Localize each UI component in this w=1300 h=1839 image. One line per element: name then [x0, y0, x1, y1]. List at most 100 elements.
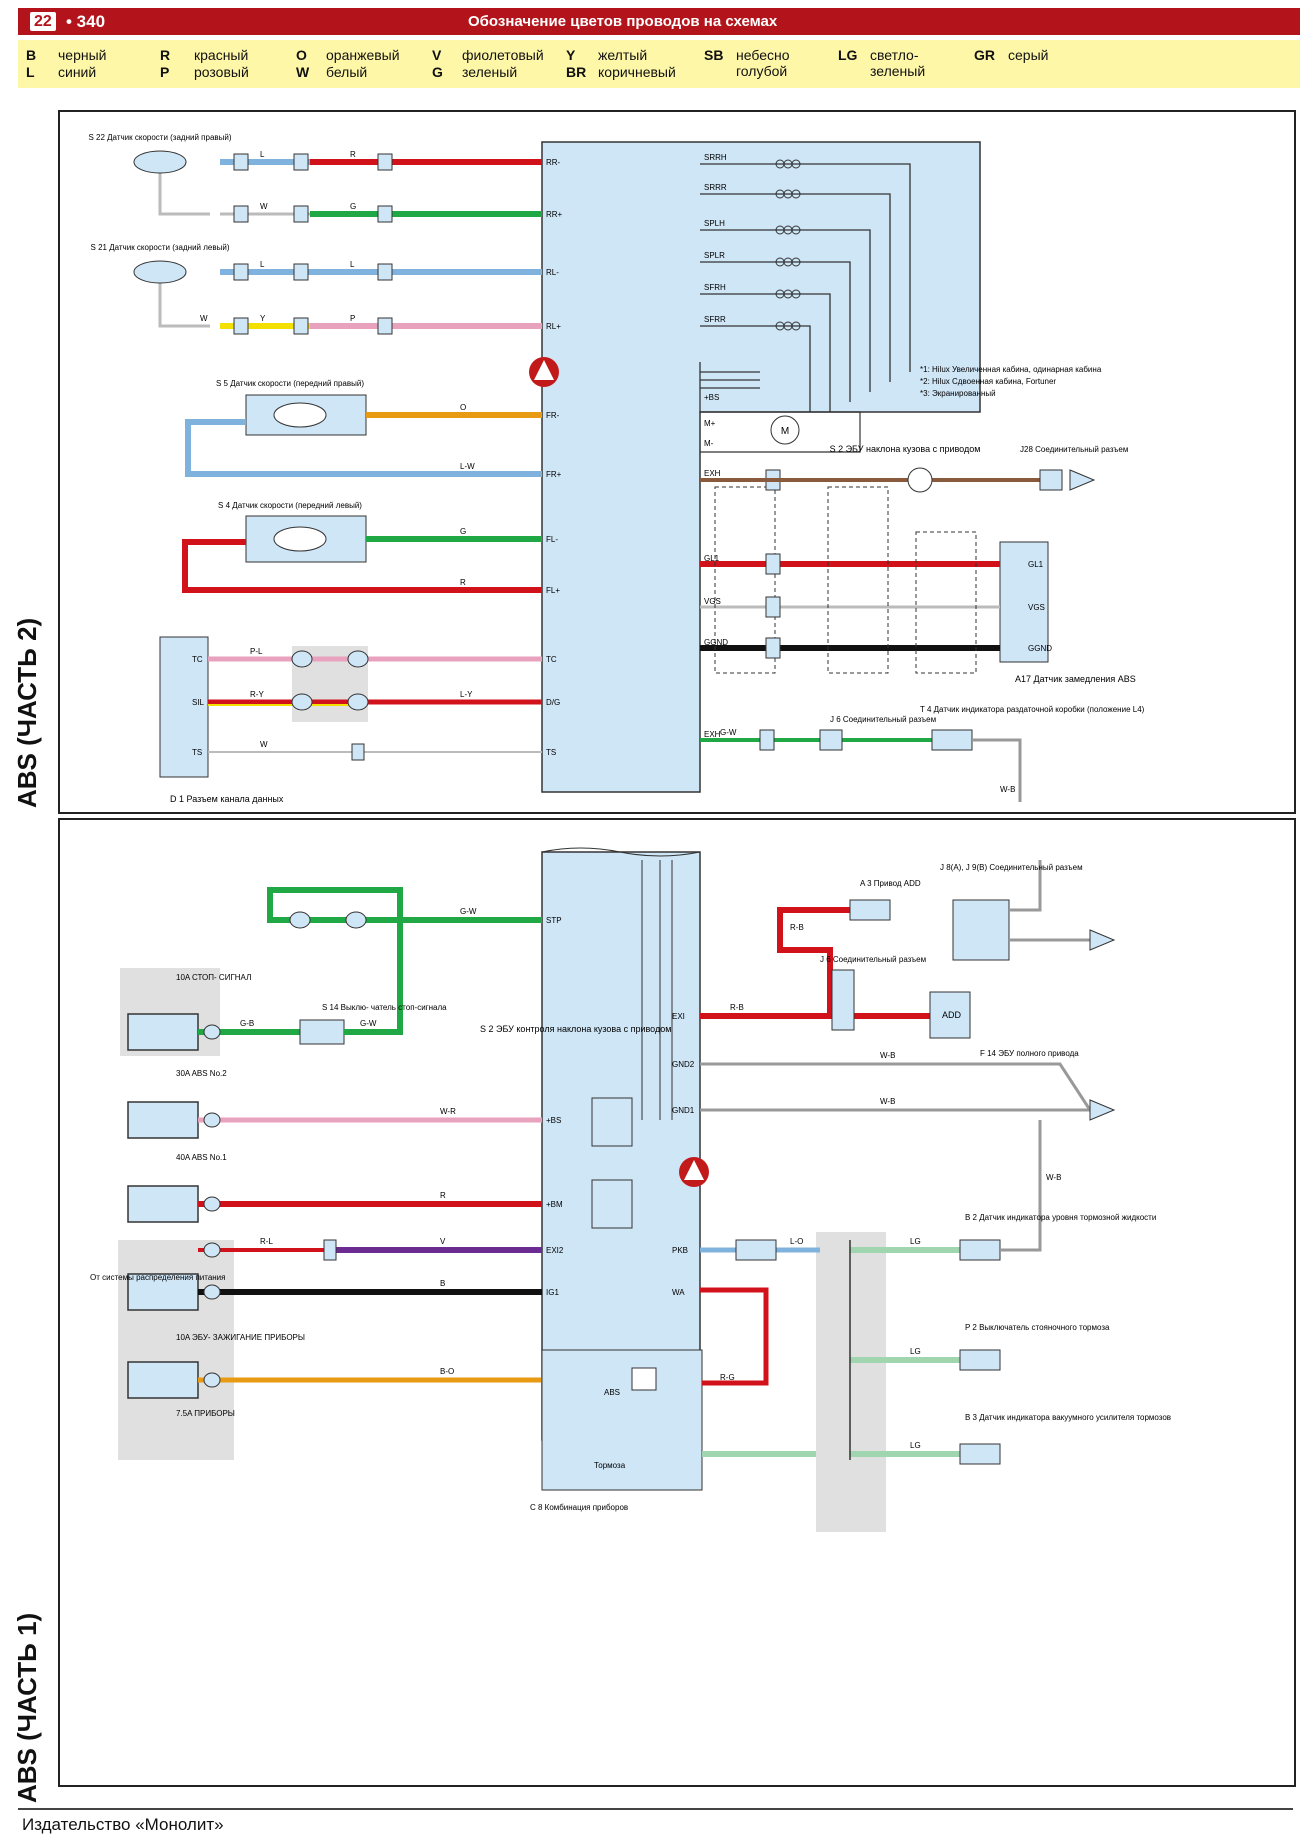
warning-triangle — [534, 360, 554, 380]
diag-connector-d1 — [159, 636, 209, 778]
pin-label: RR+ — [546, 210, 563, 219]
wire-label: R — [440, 1191, 446, 1200]
wire-label: Y — [260, 314, 266, 323]
pin-label: RL+ — [546, 322, 561, 331]
pin-label: TC — [192, 655, 203, 664]
wire-color-labels-part2: L R W G L L W Y P O L-W G R P-L R-Y L-Y … — [200, 150, 1015, 794]
pin-label: RL- — [546, 268, 559, 277]
combo-meter-c8 — [541, 1349, 703, 1491]
connector-j28 — [1039, 469, 1063, 491]
fuse-boxes — [127, 1013, 199, 1399]
wire-label: G — [460, 527, 466, 536]
ecu-internal-lines — [641, 860, 673, 1120]
j28-label: J28 Соединительный разъем — [1020, 445, 1128, 454]
pin-label: TS — [192, 748, 202, 757]
motor-icon — [770, 415, 800, 445]
wire-label: R-B — [790, 923, 804, 932]
pin-label: SRRH — [704, 153, 727, 162]
wire-b2-ground — [1000, 1120, 1042, 1252]
brake-switches — [959, 1239, 1001, 1465]
pin-label: TC — [546, 655, 557, 664]
switch-t4 — [931, 729, 973, 751]
connectors-accel — [765, 469, 781, 659]
motor-symbol: M — [781, 426, 789, 437]
wire-t4-ground — [972, 738, 1022, 802]
abs-lamp-label: ABS — [604, 1388, 620, 1397]
diagram-panel-part2: M S 22 Датчик скорости (задний правый) S… — [58, 110, 1296, 814]
legend-code: SB — [704, 47, 724, 63]
legend-name: серый — [1008, 47, 1049, 63]
legend-code: LG — [838, 47, 858, 63]
ecu-pin-labels-left: STP +BS +BM EXI2 IG1 — [546, 916, 564, 1297]
pin-label: SPLH — [704, 219, 725, 228]
pin-label: IG1 — [546, 1288, 559, 1297]
j6-label: J 6 Соединительный разъем — [830, 715, 936, 724]
wire-label: W — [200, 314, 208, 323]
section-label-part1: ABS (ЧАСТЬ 1) — [12, 1612, 42, 1803]
connectors-rear — [233, 153, 393, 335]
sensor-fr-coil — [273, 402, 327, 428]
pin-label: SFRH — [704, 283, 726, 292]
wire-add-rb — [777, 907, 850, 1016]
wire-label: G-B — [240, 1019, 254, 1028]
legend-code: Y — [566, 47, 576, 63]
wire-label: LG — [910, 1441, 921, 1450]
sensor-rl — [133, 260, 187, 284]
legend-name: фиолетовый — [462, 47, 544, 63]
pin-label: EXI2 — [546, 1246, 564, 1255]
connector-j6 — [831, 969, 855, 1031]
diag-junctions — [291, 650, 369, 761]
note-2: *2: Hilux Сдвоенная кабина, Fortuner — [920, 377, 1056, 386]
pin-label: FL+ — [546, 586, 560, 595]
pin-label: M+ — [704, 419, 716, 428]
pin-label: EXH — [704, 730, 721, 739]
legend-name: зеленый — [462, 64, 518, 80]
wire-label: W-B — [1000, 785, 1015, 794]
pin-label: GGND — [704, 638, 728, 647]
pin-label: WA — [672, 1288, 685, 1297]
power-source-label: От системы распределения питания — [90, 1273, 225, 1282]
legend-name: оранжевый — [326, 47, 400, 63]
wire-label: W — [260, 202, 268, 211]
fuse-abs1-label: 40A ABS No.1 — [176, 1153, 227, 1162]
wire-label: G-W — [360, 1019, 377, 1028]
wiring-diagram-part2: M S 22 Датчик скорости (задний правый) S… — [88, 133, 1144, 804]
legend-code: GR — [974, 47, 995, 63]
legend-code: R — [160, 47, 171, 63]
footer-divider — [18, 1808, 1293, 1810]
header-bar: 22 • 340 Обозначение цветов проводов на … — [18, 8, 1300, 35]
wire-label: LG — [910, 1237, 921, 1246]
ecu-f14-add — [929, 991, 971, 1039]
pin-label: STP — [546, 916, 562, 925]
legend-code: W — [296, 64, 310, 80]
ecu-relay-1 — [591, 1097, 633, 1147]
legend-name: коричневый — [598, 64, 676, 80]
pin-label: +BM — [546, 1200, 563, 1209]
legend-name: небесно голубой — [736, 47, 790, 79]
sensor-rr-label: S 22 Датчик скорости (задний правый) — [88, 133, 231, 142]
legend-code: O — [296, 47, 307, 63]
sensor-rr — [133, 150, 187, 174]
wire-label: W — [260, 740, 268, 749]
pin-label: FL- — [546, 535, 558, 544]
brake-lamp-label: Тормоза — [594, 1461, 626, 1470]
legend-code: P — [160, 64, 170, 80]
pin-label: VGS — [1028, 603, 1045, 612]
fuse-gauge-label: 7.5A ПРИБОРЫ — [176, 1409, 235, 1418]
wire-rr-loop — [158, 160, 210, 216]
sensor-fl-label: S 4 Датчик скорости (передний левый) — [218, 501, 362, 510]
add-label: ADD — [942, 1010, 962, 1020]
b3-label: B 3 Датчик индикатора вакуумного усилите… — [965, 1413, 1171, 1422]
fuse-stop-label: 10A СТОП- СИГНАЛ — [176, 973, 251, 982]
wire-label: W-R — [440, 1107, 456, 1116]
ecu-pin-labels-left: RR- RR+ RL- RL+ FR- FR+ FL- FL+ TC D/G T… — [546, 158, 563, 757]
wire-4wd-ground — [1009, 860, 1042, 912]
pin-label: EXH — [704, 469, 721, 478]
legend-name: светло-зеленый — [870, 47, 926, 79]
f14-label: F 14 ЭБУ полного привода — [980, 1049, 1079, 1058]
wire-label: R-G — [720, 1373, 735, 1382]
ground-icon — [1069, 469, 1096, 491]
pin-label: SRRR — [704, 183, 727, 192]
wire-label: L-W — [460, 462, 475, 471]
pin-label: SPLR — [704, 251, 725, 260]
